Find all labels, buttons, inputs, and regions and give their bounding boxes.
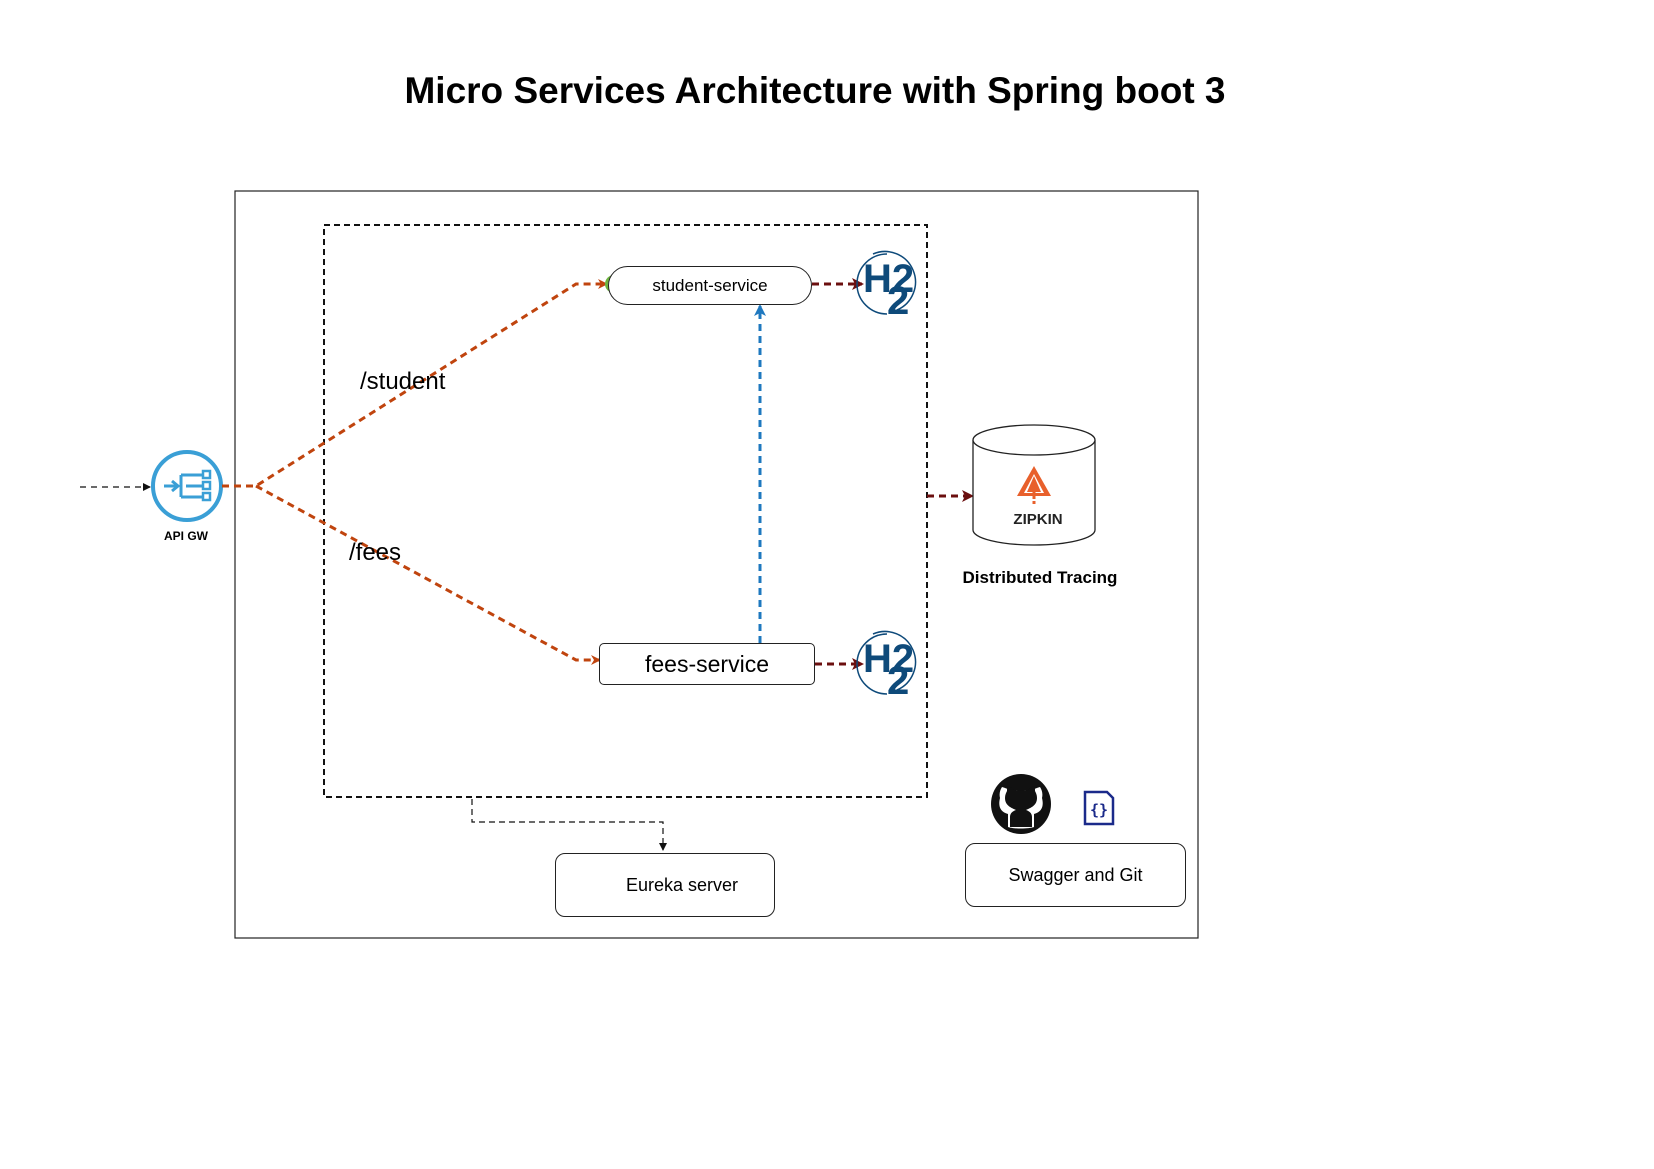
student-service-label: student-service: [652, 275, 768, 295]
fees-route-arrow: [255, 484, 601, 665]
fees-service-label: fees-service: [645, 650, 769, 677]
fees-service-node[interactable]: fees-service: [599, 643, 815, 685]
h2-database-icon: H2 2: [856, 250, 917, 323]
eureka-server-label: Eureka server: [625, 874, 739, 895]
api-gateway-label: API GW: [164, 529, 208, 543]
swagger-icon: {}: [1083, 790, 1115, 826]
svg-text:H2: H2: [863, 257, 914, 301]
student-route-arrow: [222, 279, 608, 488]
h2-database-icon: H2 2: [856, 630, 917, 703]
github-icon: [991, 774, 1051, 834]
api-gateway-icon: [151, 450, 223, 522]
eureka-server-node[interactable]: Eureka server: [555, 853, 775, 917]
page-title: Micro Services Architecture with Spring …: [404, 70, 1226, 111]
swagger-git-label: Swagger and Git: [1008, 864, 1143, 885]
svg-text:{}: {}: [1090, 801, 1108, 819]
eureka-registration-connector: [471, 799, 667, 851]
zipkin-logo-text: ZIPKIN: [1013, 511, 1063, 528]
student-service-node[interactable]: student-service: [608, 266, 812, 305]
fees-route-label: /fees: [349, 539, 402, 566]
system-boundary: [234, 190, 1199, 939]
swagger-git-node[interactable]: Swagger and Git: [965, 843, 1186, 907]
zipkin-logo-icon: [1017, 466, 1051, 504]
student-route-label: /student: [360, 368, 446, 395]
distributed-tracing-label: Distributed Tracing: [962, 568, 1118, 587]
svg-text:H2: H2: [863, 637, 914, 681]
svg-text:2: 2: [887, 659, 909, 703]
service-group-boundary: [323, 224, 928, 798]
svg-text:2: 2: [887, 279, 909, 323]
